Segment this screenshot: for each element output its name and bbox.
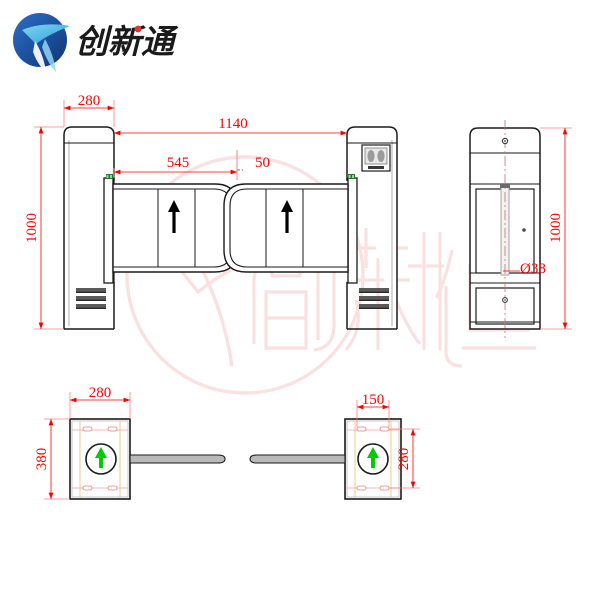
dimension-pillar-width (63, 100, 115, 127)
gate-arm-plan-left (129, 454, 226, 464)
dimension-side-height (540, 127, 572, 330)
direction-arrow-left (168, 200, 180, 233)
dim-label-d38: Ø38 (520, 261, 546, 277)
left-pillar (63, 126, 115, 330)
dimension-plan-right-width (356, 400, 390, 427)
logo-text: 创新通 (75, 22, 179, 61)
brand-logo-text: 创新通 (75, 22, 179, 61)
direction-arrow-right (281, 200, 293, 233)
dimension-pillar-height (34, 126, 64, 330)
dim-label-280-front: 280 (78, 93, 101, 109)
dimension-plan-left-depth (44, 418, 70, 500)
logo-red-dot (134, 25, 142, 33)
dim-label-1140: 1140 (218, 116, 247, 132)
dimension-gate-gap (236, 150, 243, 180)
front-elevation-view: 280 1140 545 50 1000 (24, 93, 398, 330)
right-gate-arm (223, 174, 358, 284)
vent-slots-right (359, 288, 389, 309)
side-elevation-view: 1000 Ø38 (469, 120, 572, 338)
dim-label-280-plan: 280 (89, 385, 112, 401)
dim-label-1000-front: 1000 (24, 213, 40, 243)
card-reader-display (361, 144, 391, 172)
dimension-plan-left-width (69, 392, 131, 419)
vent-slots-left (76, 288, 106, 309)
dim-label-280-plan-right: 280 (396, 448, 412, 471)
dim-label-150: 150 (362, 392, 385, 408)
plan-view-right-pillar: 150 280 (249, 392, 420, 500)
dimension-plan-right-depth (389, 428, 420, 489)
dim-label-50: 50 (255, 155, 270, 171)
right-pillar (346, 126, 398, 330)
dim-label-1000-side: 1000 (548, 213, 564, 243)
gate-arm-plan-right (249, 454, 346, 464)
dim-label-380: 380 (34, 448, 50, 471)
dim-label-545: 545 (167, 155, 190, 171)
left-gate-arm (103, 174, 238, 284)
brand-logo (13, 13, 70, 73)
plan-view-left-pillar: 280 380 (34, 385, 226, 500)
